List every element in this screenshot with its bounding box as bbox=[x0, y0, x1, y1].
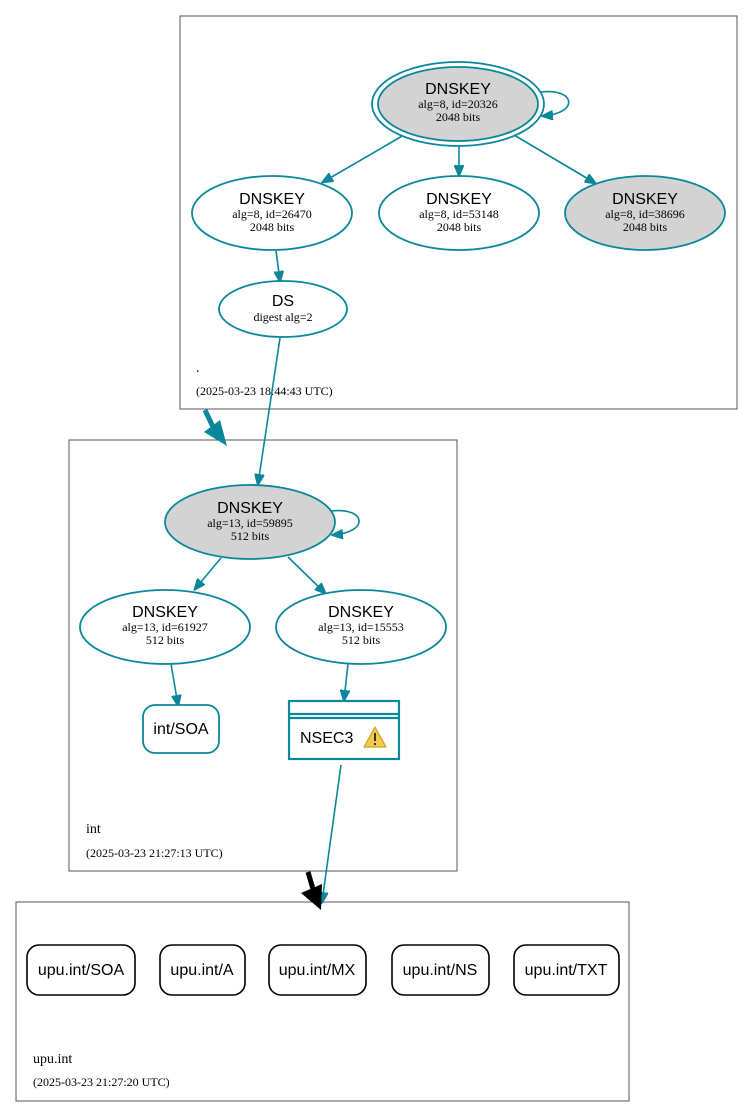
record-upu-mx[interactable]: upu.int/MX bbox=[268, 944, 367, 996]
node-line1: alg=13, id=61927 bbox=[122, 620, 208, 634]
node-label: NSEC3 bbox=[300, 730, 353, 747]
edge-root-ksk-self bbox=[541, 90, 570, 116]
edge-zsk2-to-nsec3 bbox=[344, 663, 348, 700]
warning-icon bbox=[363, 726, 387, 748]
node-title: DNSKEY bbox=[328, 604, 394, 621]
record-upu-soa[interactable]: upu.int/SOA bbox=[26, 944, 136, 996]
node-title: DS bbox=[272, 293, 294, 310]
node-line2: 2048 bits bbox=[437, 220, 482, 234]
delegation-int-to-upu-head bbox=[301, 884, 322, 910]
node-line1: alg=8, id=38696 bbox=[605, 207, 685, 221]
node-title: DNSKEY bbox=[425, 81, 491, 98]
node-int-ksk[interactable]: DNSKEY alg=13, id=59895 512 bits bbox=[164, 484, 336, 560]
record-label: upu.int/NS bbox=[403, 962, 478, 979]
node-title: DNSKEY bbox=[217, 500, 283, 517]
node-title: DNSKEY bbox=[239, 191, 305, 208]
zone-upu-name: upu.int bbox=[33, 1052, 72, 1067]
node-line2: 2048 bits bbox=[623, 220, 668, 234]
node-line1: alg=8, id=20326 bbox=[418, 97, 498, 111]
zone-int-name: int bbox=[86, 822, 101, 837]
edge-zsk1-to-ds bbox=[276, 250, 280, 281]
node-title: DNSKEY bbox=[426, 191, 492, 208]
node-line2: 512 bits bbox=[342, 633, 381, 647]
node-title: DNSKEY bbox=[132, 604, 198, 621]
zone-int-timestamp: (2025-03-23 21:27:13 UTC) bbox=[86, 846, 223, 860]
edge-int-ksk-self bbox=[331, 509, 360, 535]
record-upu-ns[interactable]: upu.int/NS bbox=[391, 944, 490, 996]
edge-nsec3-to-upu bbox=[322, 764, 342, 902]
node-line1: alg=8, id=53148 bbox=[419, 207, 499, 221]
edge-int-ksk-to-zsk2 bbox=[287, 556, 325, 593]
record-label: upu.int/TXT bbox=[525, 962, 608, 979]
edge-ds-to-int-ksk bbox=[258, 337, 281, 484]
edge-int-ksk-to-zsk1 bbox=[195, 557, 222, 589]
node-title: DNSKEY bbox=[612, 191, 678, 208]
node-root-ksk[interactable]: DNSKEY alg=8, id=20326 2048 bits bbox=[371, 61, 545, 147]
edge-root-ksk-to-zsk3 bbox=[513, 134, 595, 183]
node-line1: alg=13, id=59895 bbox=[207, 516, 293, 530]
node-root-zsk-38696[interactable]: DNSKEY alg=8, id=38696 2048 bits bbox=[564, 175, 726, 251]
node-int-zsk-15553[interactable]: DNSKEY alg=13, id=15553 512 bits bbox=[275, 589, 447, 665]
zone-root-timestamp: (2025-03-23 18:44:43 UTC) bbox=[196, 384, 333, 398]
edge-zsk1-to-int-soa bbox=[170, 663, 178, 705]
node-root-zsk-53148[interactable]: DNSKEY alg=8, id=53148 2048 bits bbox=[378, 175, 540, 251]
record-label: upu.int/A bbox=[170, 962, 233, 979]
edge-root-ksk-to-zsk1 bbox=[323, 134, 405, 182]
record-upu-a[interactable]: upu.int/A bbox=[159, 944, 246, 996]
node-label: int/SOA bbox=[153, 721, 208, 738]
node-line2: 512 bits bbox=[146, 633, 185, 647]
node-line2: 512 bits bbox=[231, 529, 270, 543]
node-line1: alg=13, id=15553 bbox=[318, 620, 404, 634]
node-root-zsk-26470[interactable]: DNSKEY alg=8, id=26470 2048 bits bbox=[191, 175, 353, 251]
zone-upu-timestamp: (2025-03-23 21:27:20 UTC) bbox=[33, 1075, 170, 1089]
node-line1: digest alg=2 bbox=[253, 310, 312, 324]
node-line2: 2048 bits bbox=[436, 110, 481, 124]
node-int-zsk-61927[interactable]: DNSKEY alg=13, id=61927 512 bits bbox=[79, 589, 251, 665]
node-line2: 2048 bits bbox=[250, 220, 295, 234]
zone-root-name: . bbox=[196, 361, 200, 376]
zone-upu-box bbox=[15, 901, 630, 1102]
node-nsec3[interactable]: NSEC3 bbox=[287, 699, 401, 761]
delegation-root-to-int-head bbox=[204, 420, 227, 446]
delegation-int-to-upu bbox=[305, 871, 316, 890]
node-int-ds[interactable]: DS digest alg=2 bbox=[218, 280, 348, 338]
record-upu-txt[interactable]: upu.int/TXT bbox=[513, 944, 620, 996]
node-line1: alg=8, id=26470 bbox=[232, 207, 312, 221]
delegation-root-to-int bbox=[202, 408, 216, 429]
record-label: upu.int/SOA bbox=[38, 962, 125, 979]
record-label: upu.int/MX bbox=[279, 962, 356, 979]
node-int-soa[interactable]: int/SOA bbox=[142, 704, 220, 754]
